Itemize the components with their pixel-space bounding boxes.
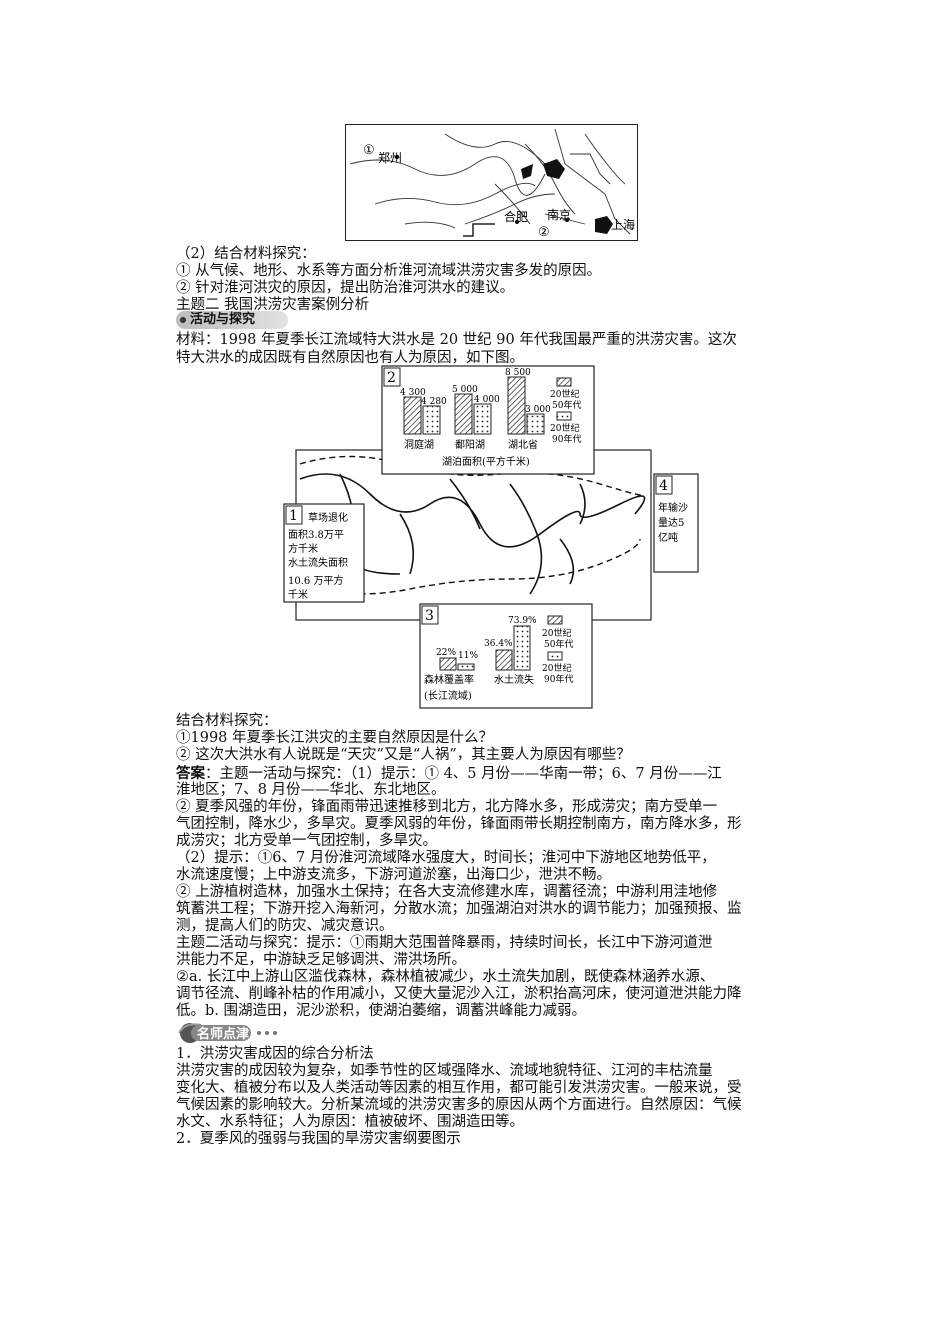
bar-dongting-50s xyxy=(403,396,422,435)
map-label-2: ② xyxy=(538,225,550,240)
badge-label: 名师点津 xyxy=(197,1026,249,1042)
tips-line: 2．夏季风的强弱与我国的旱涝灾害纲要图示 xyxy=(176,1131,461,1147)
question-2-heading: （2）结合材料探究： xyxy=(176,246,316,262)
bar-hubei-90s xyxy=(526,413,545,435)
category-label: 森林覆盖率 xyxy=(424,673,474,686)
legend-label: 20世纪 xyxy=(542,662,571,674)
value-label: 73.9% xyxy=(508,616,537,626)
question-2-item-2: ② 针对淮河洪灾的原因，提出防治淮河洪水的建议。 xyxy=(176,280,515,296)
answer-line: 主题二活动与探究：提示：①雨期大范围普降暴雨，持续时间长，长江中下游河道泄 xyxy=(176,935,713,951)
legend-label: 90年代 xyxy=(544,673,573,685)
box4-number: 4 xyxy=(659,478,668,494)
answer-line: 答案：主题一活动与探究：（1）提示：① 4、5 月份——华南一带；6、7 月份—… xyxy=(176,765,722,782)
explore-heading: 结合材料探究： xyxy=(176,713,278,729)
legend-label: 20世纪 xyxy=(550,422,579,434)
answer-line: 洪能力不足，中游缺乏足够调洪、滞洪场所。 xyxy=(176,952,466,968)
map-label-1: ① xyxy=(363,143,375,158)
answer-line: 淮地区；7、8 月份——华北、东北地区。 xyxy=(176,782,446,798)
bar-erosion-90s xyxy=(513,625,531,671)
answer-line: ②a. 长江中上游山区滥伐森林，森林植被减少，水土流失加剧，既使森林涵养水源、 xyxy=(176,969,715,985)
lake-area-chart: 4 300 4 280 5 000 4 000 8 500 3 000 洞庭湖 … xyxy=(400,368,581,468)
tips-line: 气候因素的影响较大。分析某流域的洪涝灾害多的原因从两个方面进行。自然原因：气候 xyxy=(176,1097,742,1113)
legend-label: 20世纪 xyxy=(550,388,579,400)
legend-label: 90年代 xyxy=(552,433,581,445)
teacher-tips-badge: 名师点津 xyxy=(178,1023,277,1043)
answer-line: 调节径流、削峰补枯的作用减小，又使大量泥沙入江，淤积抬高河床，使河道泄洪能力降 xyxy=(176,986,742,1002)
value-label: 3 000 xyxy=(525,405,551,415)
map-label-nanjing: 南京 xyxy=(547,207,571,222)
tips-line: 洪涝灾害的成因较为复杂，如季节性的区域强降水、流域地貌特征、江河的丰枯流量 xyxy=(176,1063,713,1079)
category-label: 水土流失 xyxy=(494,673,534,686)
legend-label: 50年代 xyxy=(544,638,573,650)
category-label: 湖北省 xyxy=(508,438,538,451)
box4-line: 亿吨 xyxy=(658,531,678,544)
answer-line: 气团控制，降水少，多旱灾。夏季风弱的年份，锋面雨带长期控制南方，南方降水多，形 xyxy=(176,816,742,832)
box3-number: 3 xyxy=(425,608,434,624)
topic-2-title: 主题二 我国洪涝灾害案例分析 xyxy=(176,297,370,313)
answer-line: ② 夏季风强的年份，锋面雨带迅速推移到北方，北方降水多，形成涝灾；南方受单一 xyxy=(176,799,718,815)
tips-line: 变化大、植被分布以及人类活动等因素的相互作用，都可能引发洪涝灾害。一般来说，受 xyxy=(176,1080,742,1096)
chart-caption: 湖泊面积(平方千米) xyxy=(442,455,530,468)
bar-forest-90s xyxy=(457,663,475,671)
value-label: 5 000 xyxy=(452,385,478,395)
answer-line: 筑蓄洪工程；下游开挖入海新河，分散水流；加强湖泊对洪水的调节能力；加强预报、监 xyxy=(176,901,742,917)
material-line-2: 特大洪水的成因既有自然原因也有人为原因，如下图。 xyxy=(176,350,524,366)
answer-line: 低。b. 围湖造田，泥沙淤积，使湖泊萎缩，调蓄洪峰能力减弱。 xyxy=(176,1003,586,1019)
category-label: (长江流域) xyxy=(424,689,472,702)
value-label: 8 500 xyxy=(505,368,531,378)
explore-q1: ①1998 年夏季长江洪灾的主要自然原因是什么？ xyxy=(176,730,494,746)
answer-line: ② 上游植树造林，加强水土保持；在各大支流修建水库，调蓄径流；中游利用洼地修 xyxy=(176,884,718,900)
box4-line: 年输沙 xyxy=(658,501,688,514)
box1-line: 水土流失面积 xyxy=(288,556,348,569)
answer-label: 答案 xyxy=(176,765,205,782)
yangtze-flood-figure: 2 4 300 4 280 5 000 4 000 8 500 3 000 洞庭… xyxy=(283,365,699,709)
box1-number: 1 xyxy=(289,508,298,524)
value-label: 4 280 xyxy=(421,397,447,407)
map-label-hefei: 合肥 xyxy=(504,209,528,224)
answer-line: 水流速度慢；上中游支流多，下游河道淤塞，出海口少，泄洪不畅。 xyxy=(176,867,611,883)
box1-line: 千米 xyxy=(288,588,308,601)
material-line-1: 材料：1998 年夏季长江流域特大洪水是 20 世纪 90 年代我国最严重的洪涝… xyxy=(176,332,737,348)
bar-erosion-50s xyxy=(495,649,513,671)
map-label-zhengzhou: 郑州 xyxy=(378,150,402,165)
legend-label: 50年代 xyxy=(552,399,581,411)
huaihe-map: ① 郑州 合肥 南京 ② 上海 xyxy=(345,124,638,241)
answer-line: 测，提高人们的防灾、减灾意识。 xyxy=(176,918,394,934)
explore-q2: ② 这次大洪水有人说既是“天灾”又是“人祸”，其主要人为原因有哪些？ xyxy=(176,747,631,763)
question-2-item-1: ① 从气候、地形、水系等方面分析淮河流域洪涝灾害多发的原因。 xyxy=(176,263,602,279)
bar-poyang-50s xyxy=(454,393,473,435)
category-label: 鄱阳湖 xyxy=(455,438,485,451)
map-label-shanghai: 上海 xyxy=(611,217,635,232)
value-label: 36.4% xyxy=(484,639,513,649)
forest-erosion-chart: 22% 11% 73.9% 36.4% 森林覆盖率 (长江流域) 水土流失 20… xyxy=(424,615,573,702)
box1-line: 10.6 万平方 xyxy=(288,574,343,587)
bar-dongting-90s xyxy=(422,405,441,435)
tips-line: 1．洪涝灾害成因的综合分析法 xyxy=(176,1046,374,1062)
box1-line: 面积3.8万平 xyxy=(288,529,344,541)
value-label: 4 000 xyxy=(474,395,500,405)
box1-line: 草场退化 xyxy=(308,511,348,524)
box4-line: 量达5 xyxy=(658,517,684,529)
value-label: 4 300 xyxy=(400,388,426,398)
bar-hubei-50s xyxy=(507,376,526,435)
legend-label: 20世纪 xyxy=(542,627,571,639)
answer-line: 成涝灾；北方受单一气团控制，多旱灾。 xyxy=(176,833,437,849)
box2-number: 2 xyxy=(387,370,396,386)
activity-section-bar: 活动与探究 xyxy=(176,311,288,329)
value-label: 22% xyxy=(436,648,456,658)
answer-line: （2）提示：①6、7 月份淮河流域降水强度大，时间长；淮河中下游地区地势低平， xyxy=(176,850,716,866)
bar-poyang-90s xyxy=(473,403,492,435)
value-label: 11% xyxy=(458,651,478,661)
box1-line: 方千米 xyxy=(288,542,318,555)
bar-forest-50s xyxy=(439,657,457,671)
category-label: 洞庭湖 xyxy=(404,438,434,451)
tips-line: 水文、水系特征；人为原因：植被破坏、围湖造田等。 xyxy=(176,1114,524,1130)
